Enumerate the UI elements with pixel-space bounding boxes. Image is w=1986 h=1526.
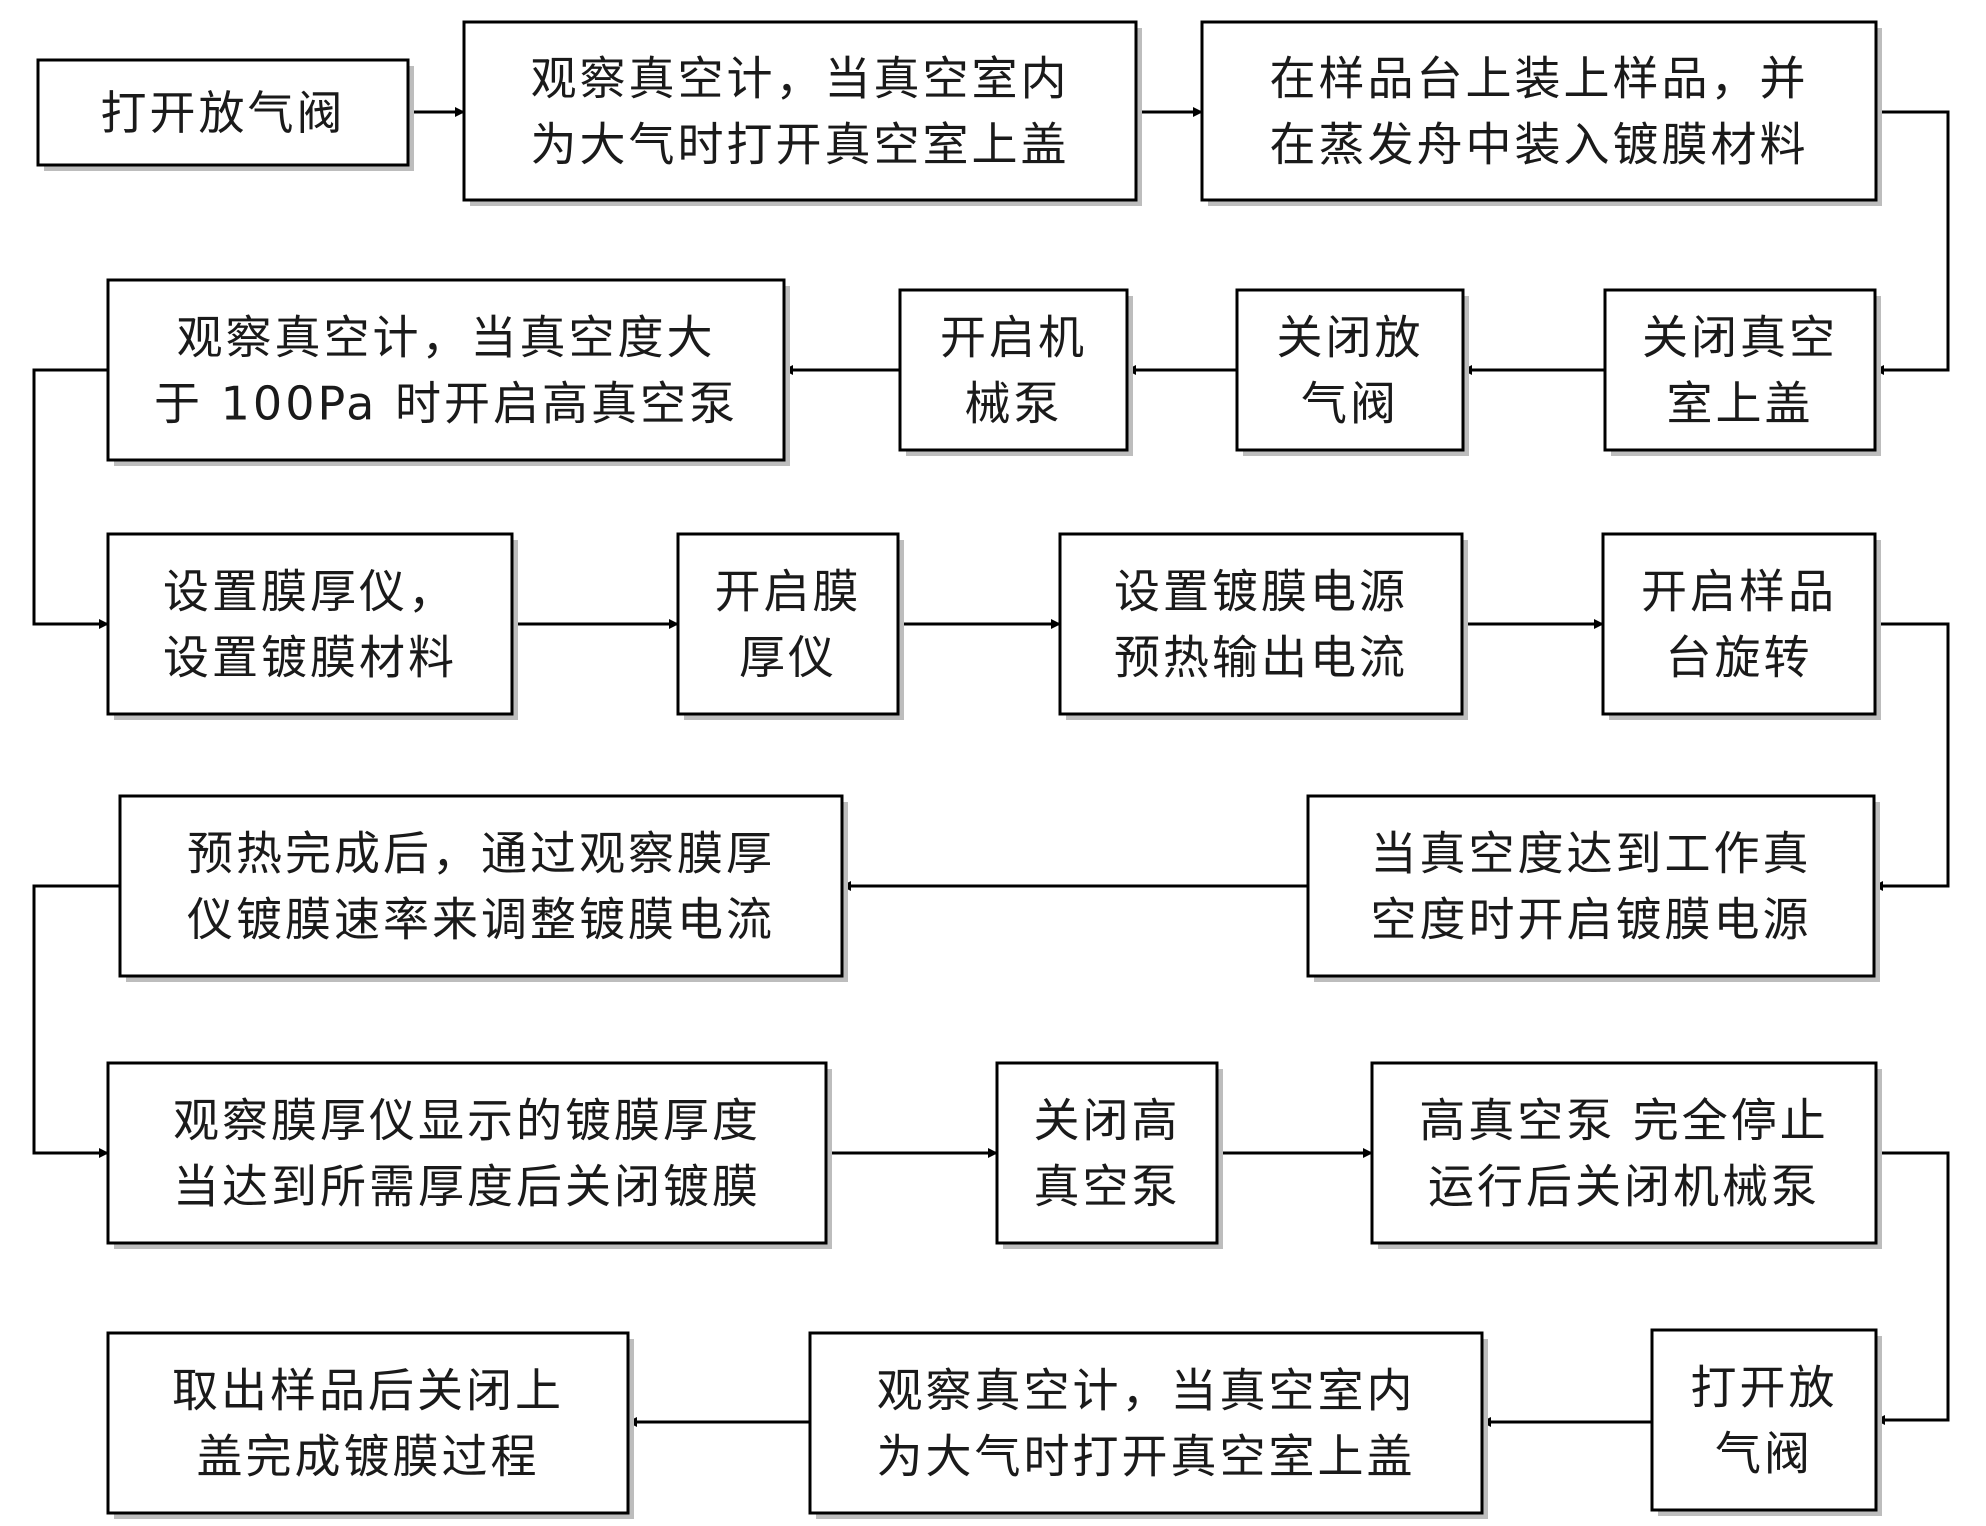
step-box bbox=[1058, 532, 1464, 716]
process-step-s1: 打开放气阀 bbox=[36, 58, 414, 171]
step-label-line: 设置膜厚仪， bbox=[163, 565, 457, 619]
step-label-line: 械泵 bbox=[965, 377, 1063, 431]
step-label-line: 观察真空计，当真空室内 bbox=[877, 1364, 1416, 1418]
step-label-line: 于 100Pa 时开启高真空泵 bbox=[154, 377, 738, 431]
step-box bbox=[462, 20, 1138, 202]
step-label-line: 真空泵 bbox=[1034, 1160, 1181, 1214]
connectors bbox=[32, 107, 1950, 1427]
step-label-line: 开启膜 bbox=[715, 565, 862, 619]
step-label-line: 预热完成后，通过观察膜厚 bbox=[187, 827, 775, 881]
arrow-s13-to-s14 bbox=[32, 884, 120, 1158]
arrow-s11-to-s12 bbox=[1873, 622, 1950, 891]
process-step-s8: 设置膜厚仪， 设置镀膜材料 bbox=[106, 532, 518, 720]
step-label-line: 空度时开启镀膜电源 bbox=[1371, 893, 1812, 947]
step-box bbox=[1235, 288, 1465, 452]
step-label-line: 打开放气阀 bbox=[101, 86, 346, 140]
step-label-line: 当真空度达到工作真 bbox=[1371, 827, 1812, 881]
step-label-line: 设置镀膜材料 bbox=[163, 631, 457, 685]
step-label-line: 关闭真空 bbox=[1642, 311, 1838, 365]
step-label-line: 仪镀膜速率来调整镀膜电流 bbox=[187, 893, 775, 947]
arrow-s16-to-s17 bbox=[1875, 1151, 1950, 1425]
step-label-line: 气阀 bbox=[1715, 1427, 1813, 1481]
step-label-line: 观察真空计，当真空室内 bbox=[531, 52, 1070, 106]
step-label-line: 在蒸发舟中装入镀膜材料 bbox=[1270, 118, 1809, 172]
arrow-s7-to-s8 bbox=[32, 368, 109, 629]
arrow-s3-to-s4 bbox=[1874, 110, 1950, 375]
step-box bbox=[106, 1331, 630, 1515]
step-label-line: 开启机 bbox=[940, 311, 1087, 365]
step-box bbox=[1601, 532, 1877, 716]
step-box bbox=[36, 58, 410, 167]
step-box bbox=[1306, 794, 1876, 978]
step-label-line: 盖完成镀膜过程 bbox=[197, 1430, 540, 1484]
step-label-line: 取出样品后关闭上 bbox=[172, 1364, 564, 1418]
process-steps: 打开放气阀观察真空计，当真空室内为大气时打开真空室上盖在样品台上装上样品，并在蒸… bbox=[36, 20, 1882, 1519]
step-box bbox=[1650, 1328, 1878, 1512]
step-label-line: 关闭放 bbox=[1277, 311, 1424, 365]
step-box bbox=[898, 288, 1129, 452]
step-label-line: 在样品台上装上样品，并 bbox=[1270, 52, 1809, 106]
step-box bbox=[676, 532, 900, 716]
step-box bbox=[1603, 288, 1877, 452]
step-box bbox=[995, 1061, 1219, 1245]
step-box bbox=[1370, 1061, 1878, 1245]
step-label-line: 高真空泵 完全停止 bbox=[1419, 1094, 1829, 1148]
step-label-line: 当达到所需厚度后关闭镀膜 bbox=[173, 1160, 761, 1214]
step-label-line: 打开放 bbox=[1691, 1361, 1838, 1415]
process-step-s17: 打开放气阀 bbox=[1650, 1328, 1882, 1516]
step-label-line: 为大气时打开真空室上盖 bbox=[531, 118, 1070, 172]
step-label-line: 室上盖 bbox=[1667, 377, 1814, 431]
step-label-line: 观察真空计，当真空度大 bbox=[177, 311, 716, 365]
step-box bbox=[1200, 20, 1878, 202]
step-box bbox=[106, 1061, 828, 1245]
step-box bbox=[808, 1331, 1484, 1515]
step-label-line: 气阀 bbox=[1301, 377, 1399, 431]
step-label-line: 预热输出电流 bbox=[1114, 631, 1408, 685]
step-box bbox=[106, 278, 786, 462]
step-box bbox=[106, 532, 514, 716]
step-label-line: 厚仪 bbox=[739, 631, 837, 685]
step-box bbox=[118, 794, 844, 978]
step-label-line: 设置镀膜电源 bbox=[1114, 565, 1408, 619]
step-label-line: 台旋转 bbox=[1666, 631, 1813, 685]
step-label-line: 开启样品 bbox=[1641, 565, 1837, 619]
step-label-line: 运行后关闭机械泵 bbox=[1428, 1160, 1820, 1214]
step-label-line: 关闭高 bbox=[1034, 1094, 1181, 1148]
step-label-line: 观察膜厚仪显示的镀膜厚度 bbox=[173, 1094, 761, 1148]
step-label-line: 为大气时打开真空室上盖 bbox=[877, 1430, 1416, 1484]
